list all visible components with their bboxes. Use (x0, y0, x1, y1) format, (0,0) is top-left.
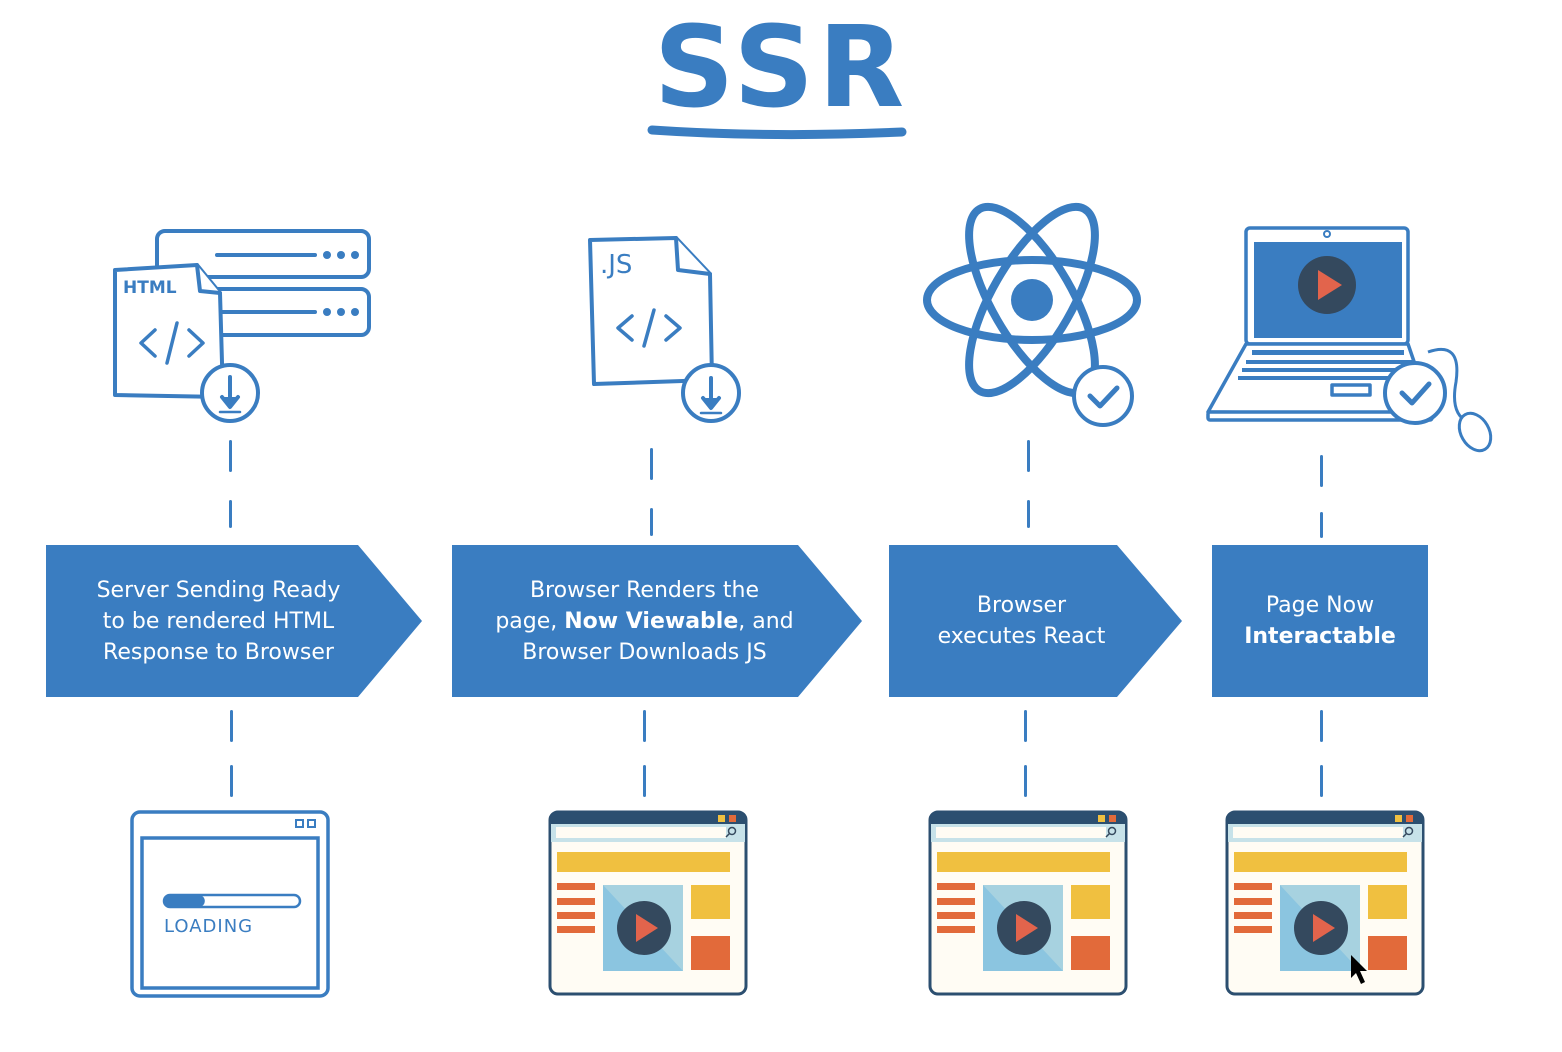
step-3-text: Browser executes React (937, 593, 1106, 649)
address-bar (556, 827, 726, 838)
step-2-text: Browser Renders the page, Now Viewable, … (495, 577, 794, 665)
step-2-box: Browser Renders the page, Now Viewable, … (452, 545, 862, 697)
interactive-page-window (1225, 810, 1425, 996)
laptop-check-icon (1206, 226, 1493, 453)
mouse-icon (1457, 411, 1493, 453)
connector-dash (1320, 455, 1323, 487)
mouse-cursor-icon (1351, 955, 1367, 984)
connector-dash (229, 500, 232, 528)
rendered-page-window (548, 810, 748, 996)
title-underline (647, 125, 907, 140)
js-file-download-icon: .JS (588, 236, 741, 423)
keyboard (1238, 350, 1416, 380)
loading-label: LOADING (164, 916, 253, 937)
step-4-text: Page Now Interactable (1244, 593, 1396, 649)
check-badge (1383, 361, 1447, 425)
search-icon (727, 826, 737, 836)
mouse-cable (1427, 347, 1469, 424)
emphasis-now-viewable: Now Viewable (564, 608, 739, 634)
step-1-box: Server Sending Ready to be rendered HTML… (46, 545, 422, 697)
connector-dash (230, 710, 233, 742)
connector-dash (1320, 512, 1323, 538)
step-1-text: Server Sending Ready to be rendered HTML… (96, 577, 341, 665)
connector-dash (650, 508, 653, 536)
connector-dash (230, 765, 233, 797)
loading-browser-window: LOADING (130, 810, 330, 998)
react-atom-check-icon (923, 202, 1141, 427)
address-bar (1233, 827, 1403, 838)
search-icon (1107, 826, 1117, 836)
connector-dash (1320, 710, 1323, 742)
search-icon (1404, 826, 1414, 836)
check-icon (1087, 385, 1120, 409)
connector-dash (229, 440, 232, 472)
loading-progress-fill (164, 895, 205, 907)
rendered-page-window (928, 810, 1128, 996)
js-label: .JS (600, 250, 632, 280)
connector-dash (1024, 765, 1027, 797)
check-badge (1072, 365, 1134, 427)
connector-dash (1027, 500, 1030, 528)
step-3-box: Browser executes React (889, 545, 1182, 697)
html-server-download-icon: HTML (113, 229, 371, 423)
connector-dash (1024, 710, 1027, 742)
emphasis-interactable: Interactable (1244, 624, 1396, 649)
address-bar (936, 827, 1106, 838)
page-title: SSR (653, 3, 909, 133)
connector-dash (1027, 440, 1030, 472)
js-file (588, 236, 714, 386)
connector-dash (643, 710, 646, 742)
connector-dash (643, 765, 646, 797)
check-icon (1399, 381, 1432, 406)
connector-dash (650, 448, 653, 480)
step-4-box: Page Now Interactable (1212, 545, 1428, 697)
connector-dash (1320, 765, 1323, 797)
html-label: HTML (123, 278, 177, 298)
html-file (113, 263, 225, 399)
